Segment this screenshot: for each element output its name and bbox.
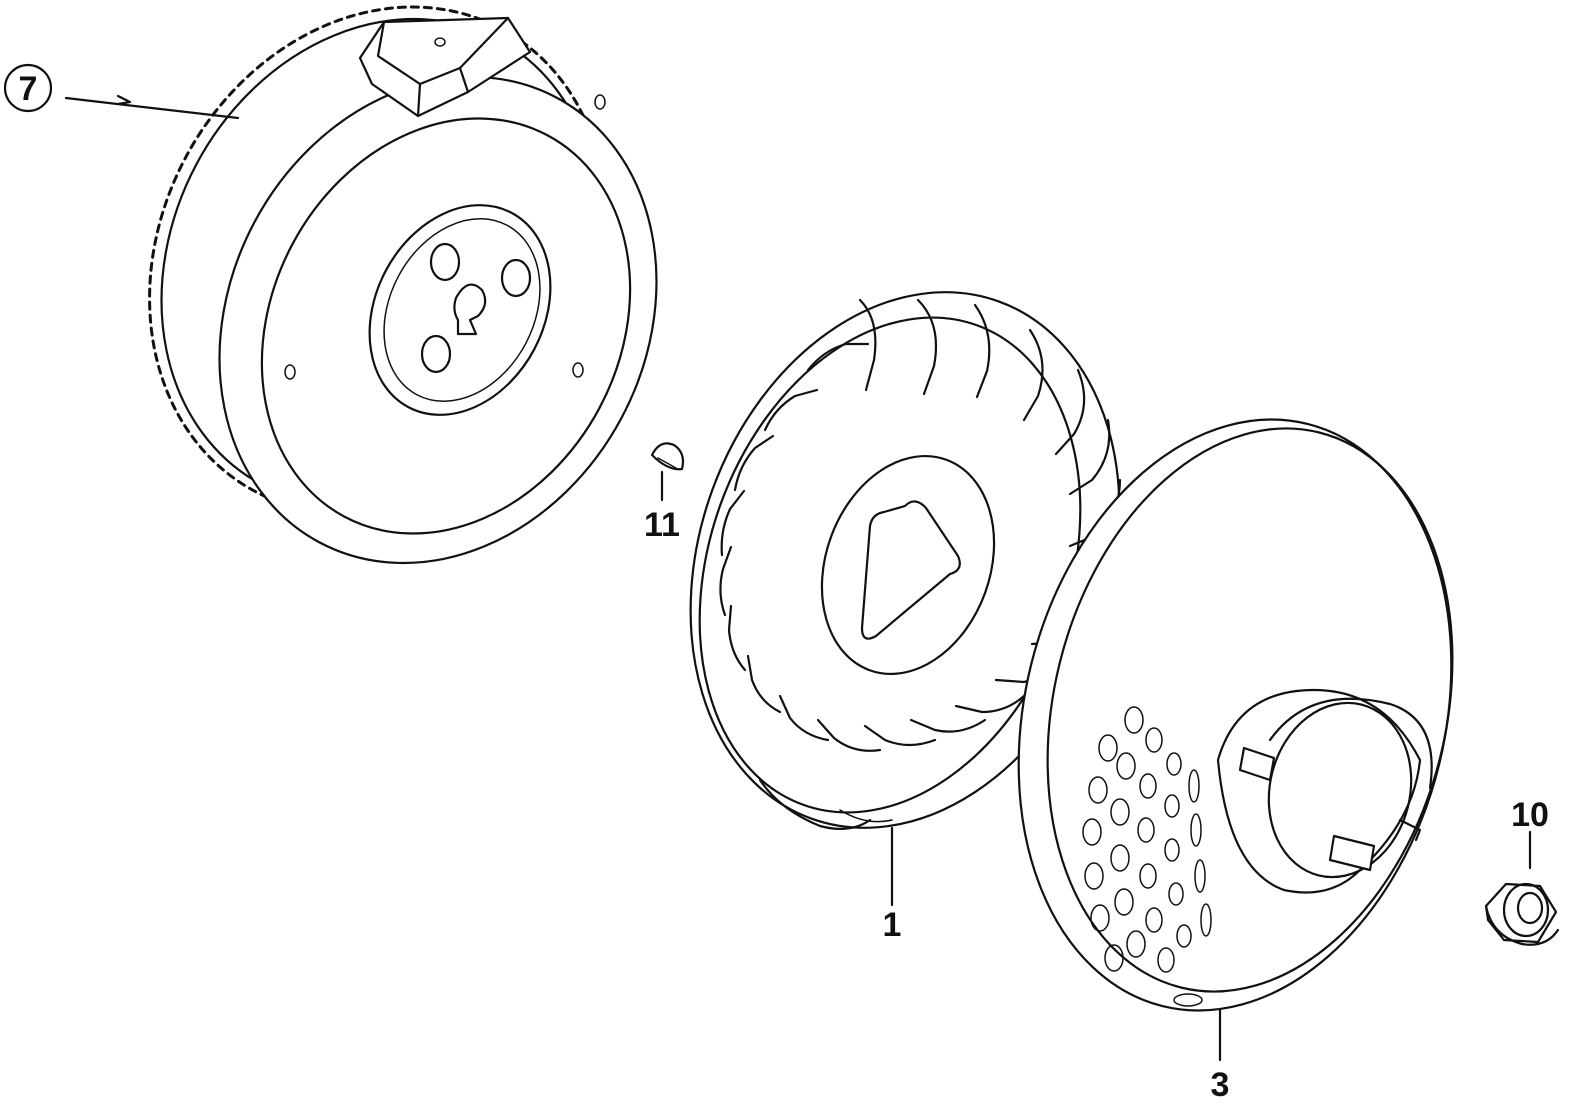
callout-1-label: 1 [883,906,902,944]
callout-7-circle [3,63,53,113]
leader-7 [64,96,240,120]
callout-3-label: 3 [1211,1066,1230,1104]
callout-7: 7 [3,63,53,113]
flywheel [148,5,658,565]
cooling-fan [689,291,1122,831]
callout-10-label: 10 [1511,796,1549,834]
starter-pulley [1017,418,1454,1012]
callout-7-label: 7 [19,70,38,108]
fan-blades [719,298,1122,752]
leader-lines [64,94,1532,1062]
callout-11-label: 11 [644,506,680,544]
vent-holes [1082,706,1212,1007]
flange-nut [1484,882,1560,946]
woodruff-key [650,442,685,471]
